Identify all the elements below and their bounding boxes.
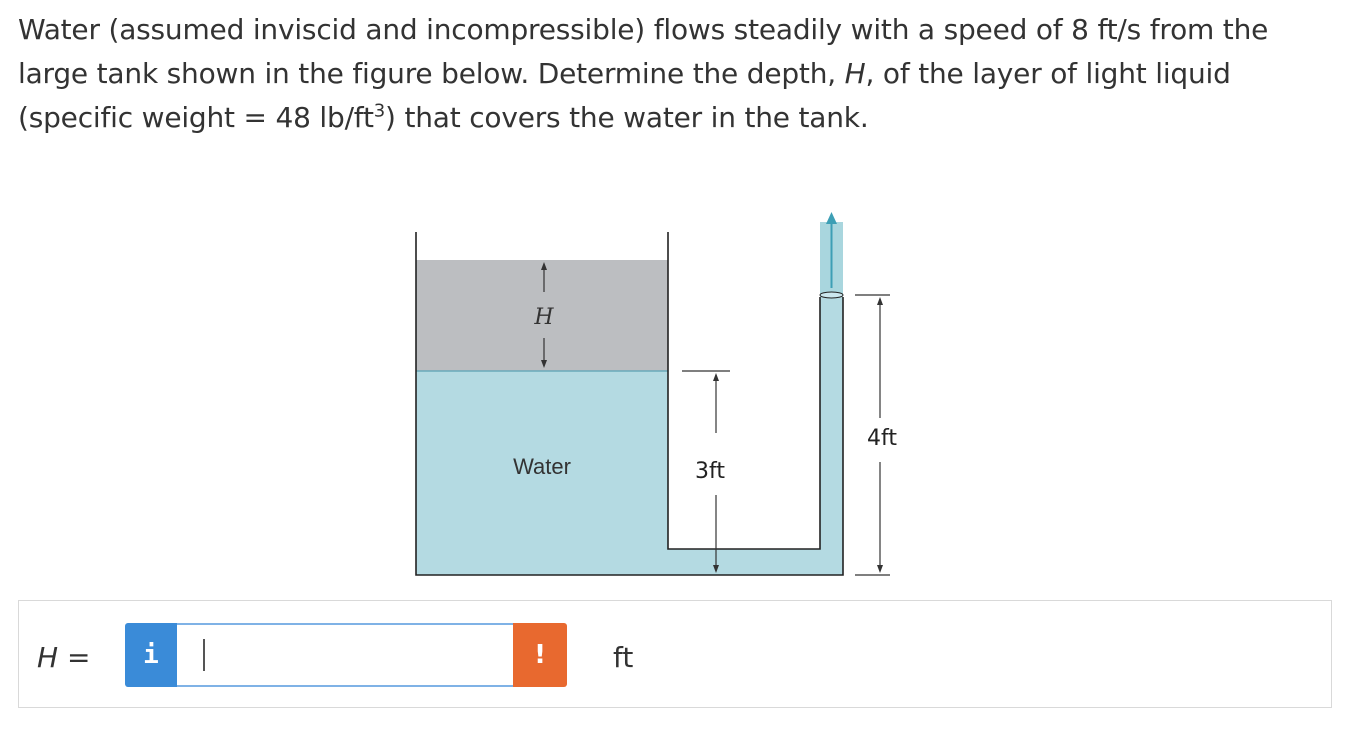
answer-equals: = [58, 641, 91, 674]
question-part1: Water (assumed inviscid and incompressib… [18, 13, 1269, 90]
light-liquid-layer [416, 260, 668, 371]
3ft-arrow-bottom [713, 565, 719, 573]
question-text: Water (assumed inviscid and incompressib… [18, 8, 1338, 140]
jet-surface [819, 291, 844, 299]
tank-water [416, 371, 668, 575]
question-part3: ) that covers the water in the tank. [385, 101, 869, 134]
tank-figure: H Water 3ft 4ft [415, 212, 897, 576]
tank-outline [415, 232, 844, 576]
text-caret [203, 639, 205, 671]
tank-inner-outline [667, 232, 821, 550]
unit-label: ft [613, 641, 634, 674]
alert-button[interactable]: ! [513, 623, 567, 687]
question-var-h: H [844, 57, 866, 90]
question-part2: , of the layer of light liquid (specific… [18, 57, 1231, 134]
4ft-arrow-top [877, 297, 883, 305]
3ft-label: 3ft [695, 459, 725, 484]
4ft-label: 4ft [867, 426, 897, 451]
h-dim-arrow-bottom [541, 360, 547, 368]
tube-water [820, 295, 843, 575]
water-label: Water [513, 454, 571, 479]
answer-row: H = i ! ft [18, 600, 1332, 708]
h-dim-label: H [533, 305, 554, 330]
h-dim-arrow-top [541, 262, 547, 270]
jet-arrow-head [826, 212, 837, 224]
3ft-arrow-top [713, 373, 719, 381]
answer-variable-label: H = [37, 641, 90, 674]
answer-variable: H [37, 641, 59, 674]
answer-input[interactable] [177, 623, 513, 687]
4ft-arrow-bottom [877, 565, 883, 573]
pipe-water [668, 549, 843, 575]
info-button[interactable]: i [125, 623, 177, 687]
question-superscript: 3 [373, 100, 386, 122]
